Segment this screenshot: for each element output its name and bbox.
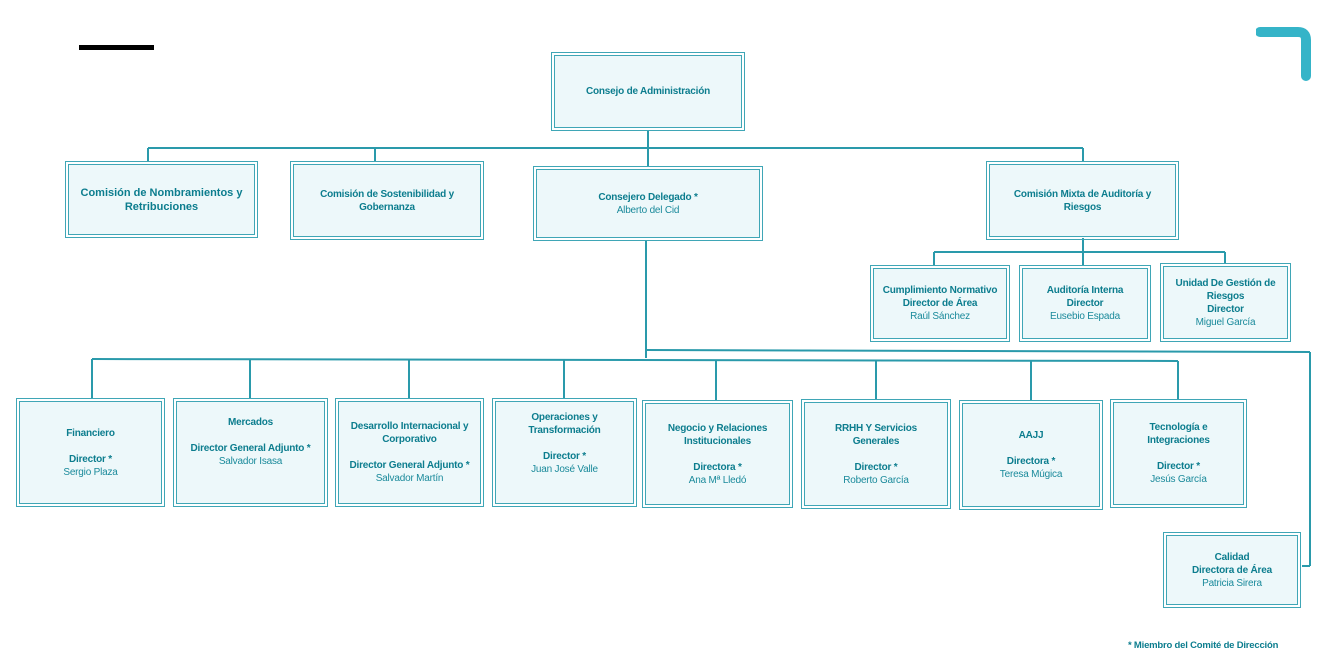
directorate-legal-title: AAJJ	[1018, 430, 1044, 441]
directorate-international-title: Desarrollo Internacional y Corporativo	[350, 421, 469, 445]
directorate-financial-title: Financiero	[66, 427, 115, 439]
internal-audit-role: Director	[1066, 298, 1104, 309]
nominations-committee-title: Comisión de Nombramientos y Retribucione…	[80, 186, 243, 213]
quality-title: Calidad	[1214, 551, 1250, 563]
directorate-technology-title: Tecnología e Integraciones	[1147, 422, 1210, 446]
compliance-role: Director de Área	[902, 298, 978, 309]
directorate-operations-box: Operaciones y Transformación Director * …	[492, 398, 637, 507]
footnote: * Miembro del Comité de Dirección	[1128, 640, 1279, 651]
decorative-bar	[79, 45, 154, 50]
directorate-hr-name: Roberto García	[843, 474, 909, 486]
risk-unit-role: Director	[1207, 303, 1244, 315]
risk-unit-box: Unidad De Gestión de Riesgos Director Mi…	[1160, 263, 1291, 342]
directorate-international-name: Salvador Martín	[375, 473, 444, 484]
sustainability-committee-box: Comisión de Sostenibilidad y Gobernanza	[290, 161, 484, 240]
board-title: Consejo de Administración	[585, 86, 711, 97]
directorate-business-name: Ana Mª Lledó	[688, 474, 747, 486]
ceo-name: Alberto del Cid	[616, 204, 680, 216]
directorate-business-title: Negocio y Relaciones Institucionales	[667, 422, 768, 447]
sustainability-committee-title: Comisión de Sostenibilidad y Gobernanza	[320, 188, 454, 213]
directorate-operations-title: Operaciones y Transformación	[528, 412, 601, 436]
compliance-box: Cumplimiento Normativo Director de Área …	[870, 265, 1010, 342]
directorate-hr-title: RRHH Y Servicios Generales	[834, 422, 918, 447]
quality-role: Directora de Área	[1192, 564, 1272, 576]
corner-bracket-icon	[1256, 27, 1311, 81]
directorate-hr-role: Director *	[854, 461, 898, 473]
directorate-markets-title: Mercados	[227, 417, 274, 428]
compliance-title: Cumplimiento Normativo	[882, 285, 998, 296]
internal-audit-name: Eusebio Espada	[1049, 311, 1121, 322]
directorate-international-box: Desarrollo Internacional y Corporativo D…	[335, 398, 484, 507]
directorate-legal-role: Directora *	[1006, 456, 1056, 467]
directorate-operations-role: Director *	[542, 451, 586, 462]
directorate-legal-box: AAJJ Directora * Teresa Múgica	[959, 400, 1103, 510]
directorate-legal-name: Teresa Múgica	[999, 469, 1063, 480]
directorate-operations-name: Juan José Valle	[531, 464, 598, 475]
directorate-markets-role: Director General Adjunto *	[190, 443, 311, 454]
audit-committee-box: Comisión Mixta de Auditoría y Riesgos	[986, 161, 1179, 240]
directorate-financial-box: Financiero Director * Sergio Plaza	[16, 398, 165, 507]
directorate-technology-role: Director *	[1156, 461, 1200, 472]
internal-audit-title: Auditoría Interna	[1046, 285, 1124, 296]
directorate-markets-box: Mercados Director General Adjunto * Salv…	[173, 398, 328, 507]
directorate-hr-box: RRHH Y Servicios Generales Director * Ro…	[801, 399, 951, 509]
audit-committee-title: Comisión Mixta de Auditoría y Riesgos	[1013, 188, 1152, 213]
directorate-business-role: Directora *	[693, 461, 742, 473]
quality-box: Calidad Directora de Área Patricia Sirer…	[1163, 532, 1301, 608]
board-box: Consejo de Administración	[551, 52, 745, 131]
directorate-financial-role: Director *	[68, 453, 112, 465]
ceo-box: Consejero Delegado * Alberto del Cid	[533, 166, 763, 241]
directorate-financial-name: Sergio Plaza	[63, 466, 118, 478]
directorate-technology-box: Tecnología e Integraciones Director * Je…	[1110, 399, 1247, 508]
directorate-markets-name: Salvador Isasa	[218, 456, 283, 467]
risk-unit-title: Unidad De Gestión de Riesgos	[1175, 277, 1276, 302]
risk-unit-name: Miguel García	[1195, 316, 1256, 328]
directorate-technology-name: Jesús García	[1150, 474, 1207, 485]
quality-name: Patricia Sirera	[1202, 577, 1262, 589]
nominations-committee-box: Comisión de Nombramientos y Retribucione…	[65, 161, 258, 238]
internal-audit-box: Auditoría Interna Director Eusebio Espad…	[1019, 265, 1151, 342]
compliance-name: Raúl Sánchez	[910, 311, 970, 322]
ceo-title: Consejero Delegado *	[598, 191, 698, 203]
directorate-international-role: Director General Adjunto *	[349, 460, 470, 471]
directorate-business-box: Negocio y Relaciones Institucionales Dir…	[642, 400, 793, 508]
